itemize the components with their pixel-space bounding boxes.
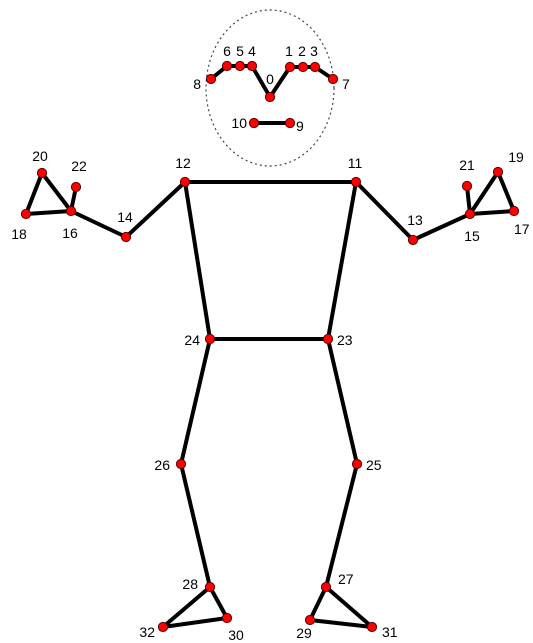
landmark-label-27: 27 — [338, 571, 354, 587]
landmark-point-11 — [350, 176, 362, 188]
landmark-point-26 — [175, 458, 187, 470]
landmark-point-5 — [234, 60, 246, 72]
connection-29-31 — [308, 618, 374, 629]
landmark-point-13 — [407, 234, 419, 246]
connection-31-27 — [324, 585, 374, 629]
landmark-label-14: 14 — [117, 209, 133, 225]
connection-17-19 — [496, 170, 516, 213]
landmark-point-9 — [284, 117, 296, 129]
landmark-point-10 — [248, 117, 260, 129]
landmark-label-4: 4 — [248, 43, 256, 59]
landmark-label-6: 6 — [223, 43, 231, 59]
landmark-label-24: 24 — [184, 332, 200, 348]
landmark-label-17: 17 — [514, 221, 530, 237]
landmark-point-30 — [221, 612, 233, 624]
landmark-point-17 — [508, 205, 520, 217]
landmark-label-18: 18 — [11, 226, 27, 242]
landmark-point-28 — [204, 581, 216, 593]
connection-28-32 — [161, 585, 212, 629]
landmark-point-15 — [464, 208, 476, 220]
landmark-point-4 — [246, 60, 258, 72]
landmark-label-7: 7 — [342, 76, 350, 92]
connection-14-16 — [69, 209, 128, 239]
landmark-point-12 — [179, 176, 191, 188]
landmark-label-11: 11 — [348, 155, 363, 171]
landmark-point-29 — [304, 614, 316, 626]
landmark-label-9: 9 — [296, 118, 304, 134]
connection-24-26 — [179, 337, 212, 466]
landmark-point-31 — [366, 621, 378, 633]
skeleton-connections — [24, 64, 516, 629]
connection-24-12 — [183, 180, 212, 341]
landmark-label-16: 16 — [62, 225, 78, 241]
landmark-label-8: 8 — [193, 76, 201, 92]
connection-23-25 — [326, 337, 359, 466]
connection-27-29 — [308, 585, 328, 622]
landmark-label-13: 13 — [407, 212, 423, 228]
landmark-point-16 — [65, 205, 77, 217]
connection-15-17 — [468, 209, 516, 216]
landmark-point-23 — [322, 333, 334, 345]
landmark-point-1 — [284, 61, 296, 73]
landmark-point-32 — [157, 621, 169, 633]
connection-16-18 — [24, 209, 73, 216]
connection-4-0 — [250, 64, 272, 99]
landmark-label-22: 22 — [71, 158, 87, 174]
landmark-label-31: 31 — [382, 624, 398, 640]
landmark-point-24 — [204, 333, 216, 345]
landmark-label-28: 28 — [182, 576, 198, 592]
landmark-label-20: 20 — [32, 148, 48, 164]
landmark-point-27 — [320, 581, 332, 593]
landmark-point-25 — [351, 458, 363, 470]
connection-30-28 — [208, 585, 229, 620]
connection-25-27 — [324, 462, 359, 589]
landmark-label-29: 29 — [296, 625, 312, 641]
landmark-label-26: 26 — [154, 457, 170, 473]
connection-26-28 — [179, 462, 212, 589]
landmark-point-2 — [297, 61, 309, 73]
landmark-point-22 — [70, 181, 82, 193]
landmark-points — [20, 60, 520, 633]
landmark-point-18 — [20, 208, 32, 220]
connection-32-30 — [161, 616, 229, 629]
connection-12-14 — [124, 180, 187, 239]
connection-19-15 — [468, 170, 500, 216]
connection-20-16 — [40, 171, 73, 213]
landmark-label-10: 10 — [231, 115, 247, 131]
landmark-point-3 — [309, 61, 321, 73]
connection-11-13 — [354, 180, 415, 242]
landmark-label-30: 30 — [228, 627, 244, 643]
landmark-label-21: 21 — [459, 157, 475, 173]
landmark-label-1: 1 — [285, 43, 293, 59]
landmark-label-0: 0 — [266, 71, 274, 87]
landmark-point-0 — [264, 91, 276, 103]
landmark-point-21 — [461, 180, 473, 192]
landmark-label-25: 25 — [366, 457, 382, 473]
landmark-label-15: 15 — [464, 228, 480, 244]
landmark-label-3: 3 — [310, 43, 318, 59]
connection-13-15 — [411, 212, 472, 242]
landmark-label-12: 12 — [175, 155, 191, 171]
landmark-label-23: 23 — [337, 332, 353, 348]
connection-18-20 — [24, 171, 44, 216]
landmark-point-14 — [120, 231, 132, 243]
face-outline — [205, 9, 335, 167]
landmark-point-8 — [205, 73, 217, 85]
connection-0-1 — [268, 65, 292, 99]
landmark-label-2: 2 — [298, 43, 306, 59]
landmark-label-32: 32 — [139, 624, 155, 640]
landmark-point-7 — [327, 73, 339, 85]
connection-11-23 — [326, 180, 358, 341]
landmark-point-20 — [36, 167, 48, 179]
landmark-point-6 — [221, 60, 233, 72]
landmark-point-19 — [492, 166, 504, 178]
landmark-label-19: 19 — [508, 149, 524, 165]
landmark-label-5: 5 — [236, 43, 244, 59]
